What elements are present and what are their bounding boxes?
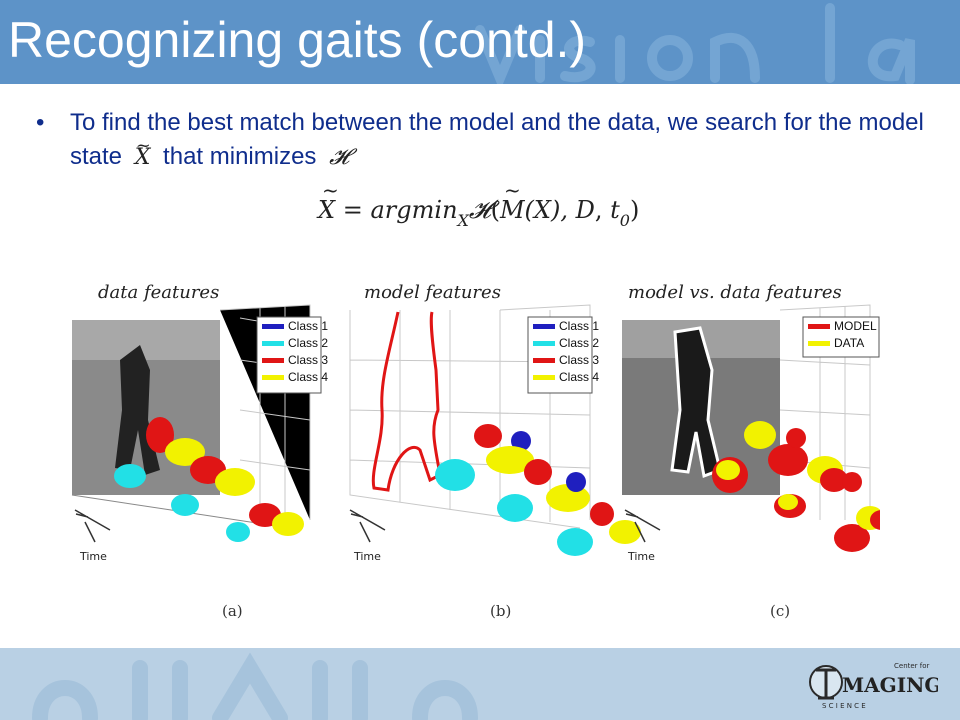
legend-swatch xyxy=(808,341,830,346)
panel-b-ellipse xyxy=(435,459,475,491)
panel-b: model features Time Class 1 Cl xyxy=(349,282,641,620)
legend-swatch xyxy=(262,341,284,346)
panel-a-ellipse xyxy=(114,464,146,488)
panel-b-silhouette xyxy=(371,311,442,492)
panel-a-ellipse xyxy=(215,468,255,496)
equation-time-sub: 0 xyxy=(619,211,630,230)
bullet-text: To find the best match between the model… xyxy=(70,106,936,175)
panel-a-caption: (a) xyxy=(222,602,243,620)
panel-b-ellipse xyxy=(497,494,533,522)
panel-b-ellipse xyxy=(511,431,531,451)
panel-b-ellipse xyxy=(524,459,552,485)
vision-lab-watermark xyxy=(475,3,915,84)
bullet-marker: • xyxy=(36,109,45,136)
equation-sep: , xyxy=(594,196,611,224)
legend-label: Class 4 xyxy=(559,370,599,384)
panel-c-axis-arrow xyxy=(624,509,661,543)
panel-c-ellipse xyxy=(778,494,798,510)
panel-c-walker xyxy=(670,326,722,479)
gait-figure-svg: data features Time Class 1 xyxy=(71,282,912,620)
panel-a-axis-label: Time xyxy=(79,550,107,563)
legend-label: DATA xyxy=(834,336,864,350)
equation-fn: argmin xyxy=(370,196,458,224)
panel-c-title: model vs. data features xyxy=(628,282,842,303)
panel-b-axis-arrow xyxy=(349,509,386,543)
panel-b-ellipse xyxy=(609,520,641,544)
panel-b-ellipse xyxy=(566,472,586,492)
legend-label: Class 1 xyxy=(288,319,328,333)
logo-top-text: Center for xyxy=(894,662,930,670)
panel-a: data features Time Class 1 xyxy=(71,282,328,620)
panel-a-ellipse xyxy=(171,494,199,516)
legend-swatch xyxy=(533,324,555,329)
panel-a-ellipse xyxy=(146,417,174,453)
bullet-text-part1: To find the best match between the model… xyxy=(70,109,924,170)
equation-close: ) xyxy=(629,196,640,224)
math-state-symbol: ~X xyxy=(134,135,151,170)
panel-c-caption: (c) xyxy=(770,602,790,620)
panel-a-ellipse xyxy=(165,438,205,466)
panel-b-legend: Class 1 Class 2 Class 3 Class 4 xyxy=(527,316,599,394)
math-cost-symbol: 𝓗 xyxy=(329,145,349,170)
bullet-text-part2: that minimizes xyxy=(163,143,317,170)
panel-c-ellipse xyxy=(786,428,806,448)
equation-time: t xyxy=(610,196,620,224)
panel-b-ellipse xyxy=(557,528,593,556)
equation-arg: (X), xyxy=(524,196,576,224)
legend-label: Class 4 xyxy=(288,370,328,384)
panel-a-title: data features xyxy=(98,282,219,303)
footer-band: Center for MAGING S C I E N C E xyxy=(0,648,960,720)
legend-swatch xyxy=(533,358,555,363)
logo-bottom-text: S C I E N C E xyxy=(822,702,866,710)
slide-title: Recognizing gaits (contd.) xyxy=(8,12,587,68)
panel-c-ellipse xyxy=(768,444,808,476)
imaging-science-logo: Center for MAGING S C I E N C E xyxy=(809,662,938,710)
equation-model: ~M xyxy=(499,178,525,224)
panel-c: model vs. data features Time xyxy=(622,282,912,620)
legend-swatch xyxy=(262,358,284,363)
panel-c-ellipse xyxy=(834,524,870,552)
legend-swatch xyxy=(533,341,555,346)
logo-main-text: MAGING xyxy=(842,673,938,697)
equation-open: ( xyxy=(490,196,500,224)
panel-c-ellipse xyxy=(820,468,848,492)
legend-label: Class 1 xyxy=(559,319,599,333)
argmin-equation: ~X = argminX𝓗(~M(X), D, t0) xyxy=(318,178,738,240)
panel-a-ellipse xyxy=(272,512,304,536)
legend-label: Class 2 xyxy=(288,336,328,350)
panel-b-caption: (b) xyxy=(490,602,511,620)
panel-b-grid xyxy=(349,304,591,529)
panel-b-ellipse xyxy=(590,502,614,526)
equation-data: D xyxy=(575,196,595,224)
legend-label: Class 3 xyxy=(559,353,599,367)
panel-c-ellipse xyxy=(744,421,776,449)
panel-c-ellipse xyxy=(842,472,862,492)
gait-figure: data features Time Class 1 xyxy=(60,270,912,630)
legend-swatch xyxy=(262,324,284,329)
header-band: Recognizing gaits (contd.) xyxy=(0,0,960,84)
equation-equals: = xyxy=(342,196,363,224)
panel-b-ellipse xyxy=(474,424,502,448)
legend-swatch xyxy=(533,375,555,380)
panel-c-grid xyxy=(779,304,871,520)
footer-watermark xyxy=(32,652,478,720)
equation-cost: 𝓗 xyxy=(468,196,491,224)
panel-c-axis-label: Time xyxy=(627,550,655,563)
panel-b-title: model features xyxy=(364,282,501,303)
panel-a-ellipse xyxy=(226,522,250,542)
panel-c-legend: MODEL DATA xyxy=(802,316,880,358)
panel-b-ellipse xyxy=(486,446,534,474)
panel-b-axis-label: Time xyxy=(353,550,381,563)
legend-swatch xyxy=(808,324,830,329)
legend-swatch xyxy=(262,375,284,380)
legend-label: Class 3 xyxy=(288,353,328,367)
legend-label: MODEL xyxy=(834,319,877,333)
legend-label: Class 2 xyxy=(559,336,599,350)
equation-lhs: ~X xyxy=(318,178,339,224)
panel-a-legend: Class 1 Class 2 Class 3 Class 4 xyxy=(256,316,328,394)
equation-fn-sub: X xyxy=(457,211,469,230)
panel-a-axis-arrow xyxy=(74,509,111,543)
panel-c-ellipse xyxy=(716,460,740,480)
